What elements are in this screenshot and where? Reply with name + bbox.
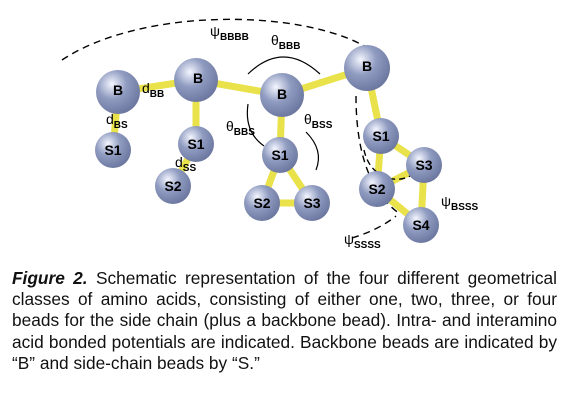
bead-g4-s3: S3 bbox=[406, 147, 442, 183]
svg-text:B: B bbox=[277, 86, 287, 102]
bead-b1: B bbox=[96, 70, 140, 114]
label-theta-bbs: θBBS bbox=[226, 118, 255, 138]
bead-g4-s2: S2 bbox=[359, 171, 395, 207]
bead-b2: B bbox=[174, 58, 218, 102]
label-psi-bbbb: ψBBBB bbox=[210, 23, 249, 43]
svg-text:S3: S3 bbox=[415, 157, 432, 173]
caption-text: Schematic representation of the four dif… bbox=[12, 268, 557, 373]
label-theta-bss: θBSS bbox=[304, 111, 333, 131]
svg-text:S2: S2 bbox=[253, 195, 270, 211]
svg-text:S2: S2 bbox=[368, 181, 385, 197]
svg-text:S1: S1 bbox=[372, 128, 389, 144]
psi-bbbb-arc bbox=[61, 18, 369, 61]
svg-text:S1: S1 bbox=[271, 147, 288, 163]
svg-text:B: B bbox=[193, 70, 203, 86]
svg-text:S2: S2 bbox=[164, 178, 181, 194]
bead-g3-s3: S3 bbox=[294, 185, 330, 221]
bead-b3: B bbox=[260, 73, 304, 117]
label-psi-bsss: ψBSSS bbox=[441, 193, 479, 213]
theta-bbb-arc bbox=[247, 56, 321, 75]
bead-b4: B bbox=[344, 45, 390, 91]
bead-g3-s1: S1 bbox=[262, 137, 298, 173]
figure-caption: Figure 2. Schematic representation of th… bbox=[12, 268, 557, 374]
bead-g2-s2: S2 bbox=[155, 168, 191, 204]
label-d-bs: dBS bbox=[106, 111, 128, 131]
svg-text:S3: S3 bbox=[303, 195, 320, 211]
beads: B B B B S1 S1 S2 S1 bbox=[95, 45, 442, 243]
bead-g2-s1: S1 bbox=[178, 126, 214, 162]
psi-ssss-arc bbox=[351, 95, 401, 239]
bead-g4-s1: S1 bbox=[363, 118, 399, 154]
theta-bss-arc bbox=[305, 131, 319, 171]
svg-text:S1: S1 bbox=[104, 142, 121, 158]
theta-bbs-arc bbox=[246, 103, 265, 147]
label-psi-ssss: ψSSSS bbox=[344, 231, 381, 251]
label-d-bb: dBB bbox=[142, 80, 164, 100]
bead-g1-s1: S1 bbox=[95, 132, 131, 168]
svg-text:B: B bbox=[362, 58, 372, 74]
svg-text:S1: S1 bbox=[187, 136, 204, 152]
bead-g4-s4: S4 bbox=[403, 207, 439, 243]
bead-g3-s2: S2 bbox=[244, 185, 280, 221]
label-d-ss: dSS bbox=[175, 154, 196, 174]
label-theta-bbb: θBBB bbox=[271, 32, 300, 52]
caption-label: Figure 2. bbox=[12, 268, 88, 288]
amino-acid-bead-diagram: B B B B S1 S1 S2 S1 bbox=[61, 18, 479, 251]
svg-text:S4: S4 bbox=[412, 217, 429, 233]
svg-text:B: B bbox=[113, 82, 123, 98]
